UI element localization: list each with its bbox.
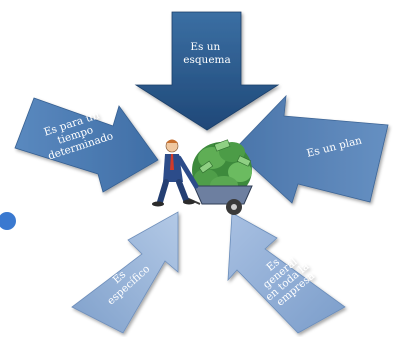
- man-figure: [152, 139, 199, 207]
- arrow-top-label: Es un esquema: [183, 41, 231, 66]
- bullet-dot: [0, 212, 16, 230]
- arrow-top-line-2: esquema: [183, 54, 231, 66]
- money-wheelbarrow-illustration: [152, 139, 253, 215]
- arrow-top: Es un esquema: [134, 11, 280, 131]
- arrow-top-line-1: Es un: [190, 41, 220, 53]
- arrow-left: Es para un tiempo determinado: [14, 97, 159, 193]
- wheelbarrow-tray: [193, 185, 253, 205]
- arrow-right: Es un plan: [233, 94, 389, 204]
- arrow-bottom-left: Es específico: [71, 211, 179, 334]
- arrow-bottom-right: Es general en toda la empresa: [227, 212, 346, 334]
